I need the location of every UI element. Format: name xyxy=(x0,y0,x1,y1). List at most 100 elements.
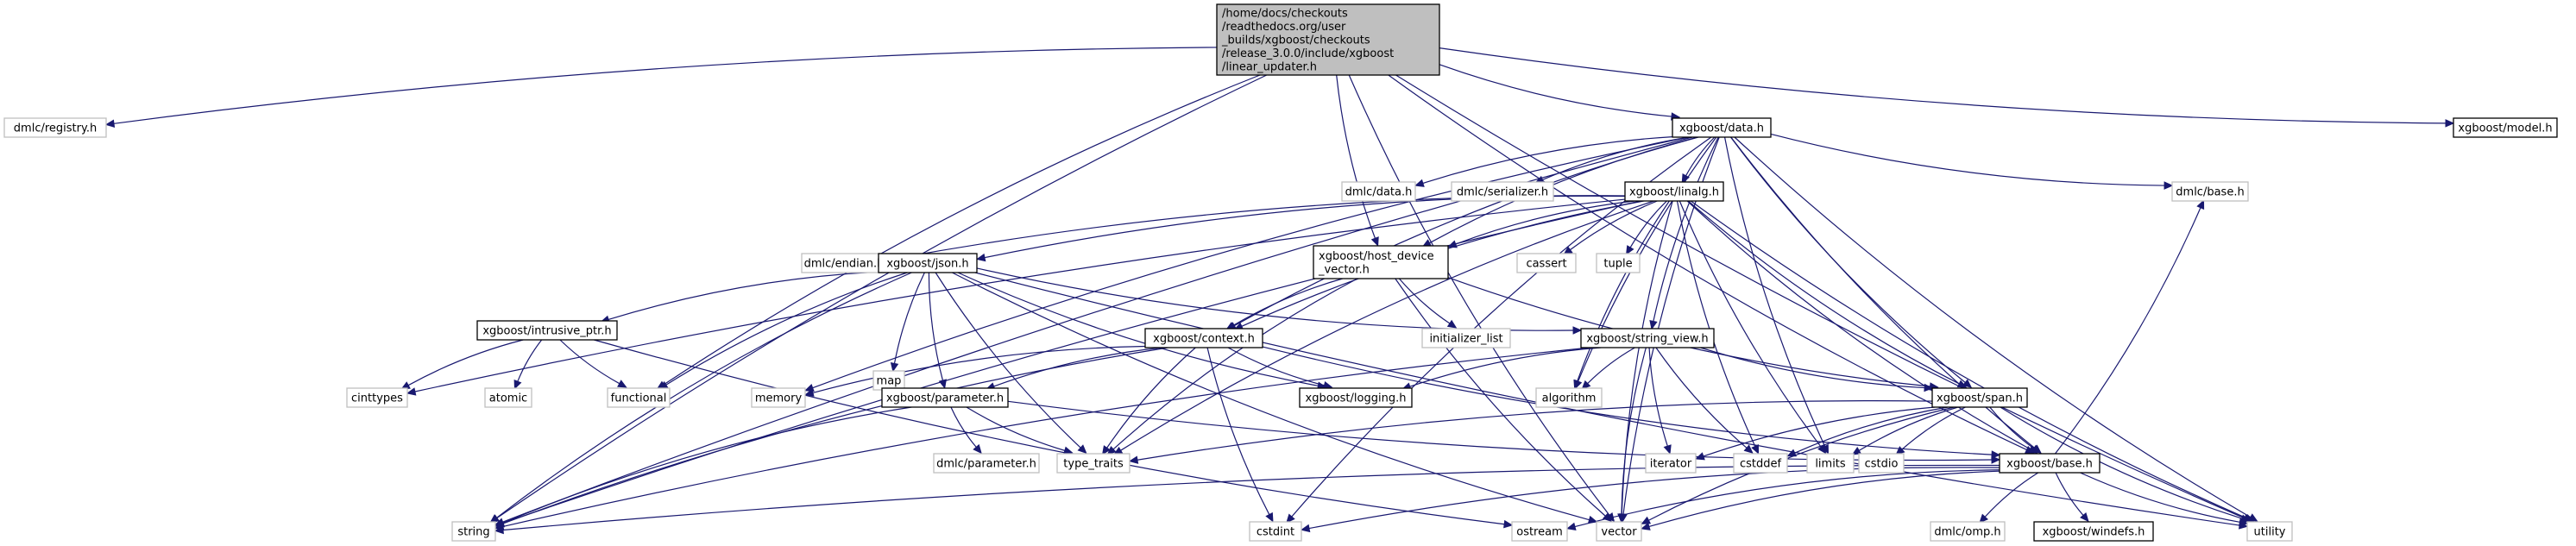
arrowhead xyxy=(406,387,417,396)
node-vector: vector xyxy=(1596,521,1642,542)
edge-xgb_data-to-limits xyxy=(1723,136,1829,455)
node-label: xgboost/parameter.h xyxy=(886,392,1004,405)
node-root[interactable]: /home/docs/checkouts/readthedocs.org/use… xyxy=(1216,3,1440,76)
edge-line xyxy=(113,47,1218,124)
edge-line xyxy=(407,339,524,386)
edge-line xyxy=(665,272,908,386)
node-dmlc-data: dmlc/data.h xyxy=(1341,181,1416,202)
arrowhead xyxy=(2163,181,2174,190)
arrowhead xyxy=(804,388,815,397)
edge-xgb_base-to-dmlc_base xyxy=(2055,199,2205,455)
node-xgb-span[interactable]: xgboost/span.h xyxy=(1931,387,2028,408)
node-box xyxy=(1313,245,1449,279)
edge-line xyxy=(1730,136,1966,383)
arrowhead xyxy=(1370,236,1379,247)
edge-line xyxy=(1455,200,1635,245)
edge-line xyxy=(950,406,977,448)
edge-line xyxy=(1395,278,1606,517)
node-xgb-windefs[interactable]: xgboost/windefs.h xyxy=(2033,521,2154,542)
node-label: string xyxy=(457,526,489,539)
edge-xgb_strview-to-vector xyxy=(1617,347,1647,524)
node-xgb-strview[interactable]: xgboost/string_view.h xyxy=(1580,328,1715,348)
node-xgb-logging[interactable]: xgboost/logging.h xyxy=(1299,387,1413,408)
edge-line xyxy=(559,339,620,385)
node-label: xgboost/model.h xyxy=(2458,122,2552,135)
node-box xyxy=(1341,181,1416,202)
edge-xgb_data-to-xgb_span xyxy=(1730,136,1973,388)
edge-xgb_base-to-utility xyxy=(2080,472,2249,526)
arrowhead xyxy=(1581,380,1591,390)
node-box xyxy=(1931,387,2028,408)
edge-line xyxy=(1439,64,1672,117)
node-label: vector xyxy=(1601,526,1637,539)
node-label: cstdio xyxy=(1865,458,1899,471)
edge-line xyxy=(966,406,1066,451)
edge-line xyxy=(993,347,1163,387)
node-xgb-context[interactable]: xgboost/context.h xyxy=(1144,328,1263,348)
arrowhead xyxy=(1625,245,1634,255)
edge-line xyxy=(1112,278,1358,450)
node-box xyxy=(451,521,496,542)
edge-xgb_data-to-xgb_strview xyxy=(1649,136,1719,330)
arrowhead xyxy=(2239,518,2249,526)
node-xgb-json[interactable]: xgboost/json.h xyxy=(878,253,978,273)
edge-line xyxy=(1234,136,1699,327)
node-ostream: ostream xyxy=(1511,521,1568,542)
node-xgb-iptr[interactable]: xgboost/intrusive_ptr.h xyxy=(476,320,618,341)
edge-xgb_linalg-to-xgb_json xyxy=(975,195,1626,262)
edge-line xyxy=(1621,347,1647,515)
node-label: xgboost/linalg.h xyxy=(1629,186,1719,199)
edge-xgb_linalg-to-algorithm xyxy=(1573,200,1670,390)
node-dmlc-endian: dmlc/endian.h xyxy=(801,253,887,273)
edge-line xyxy=(957,272,1319,386)
edge-line xyxy=(1685,136,1716,177)
node-cstdio: cstdio xyxy=(1858,453,1905,474)
arrowhead xyxy=(1641,516,1652,524)
node-xgb-hdv[interactable]: xgboost/host_device_vector.h xyxy=(1313,245,1449,279)
node-box xyxy=(484,387,532,408)
node-xgb-parameter[interactable]: xgboost/parameter.h xyxy=(881,387,1009,408)
edge-line xyxy=(1336,74,1376,239)
edge-line xyxy=(1676,200,1756,447)
node-box xyxy=(3,117,107,138)
edge-line xyxy=(1348,74,1610,516)
edge-line xyxy=(1206,347,1270,515)
arrowhead xyxy=(1566,522,1577,531)
node-box xyxy=(2033,521,2154,542)
edge-xgb_iptr-to-atomic xyxy=(513,339,543,390)
arrowhead xyxy=(2445,119,2455,128)
node-box xyxy=(1596,253,1641,273)
arrowhead xyxy=(938,379,947,389)
edge-line xyxy=(935,272,1081,449)
edge-line xyxy=(1700,347,1925,389)
edge-xgb_span-to-type_traits xyxy=(1128,400,1933,464)
edge-line xyxy=(1388,74,2027,450)
arrowhead xyxy=(1414,179,1425,187)
node-label: cinttypes xyxy=(351,392,403,405)
edge-line xyxy=(502,200,1641,524)
node-label: xgboost/span.h xyxy=(1937,392,2023,405)
node-label: functional xyxy=(611,392,667,405)
node-xgb-base[interactable]: xgboost/base.h xyxy=(1999,453,2100,474)
edge-line xyxy=(1723,136,1826,447)
edge-xgb_linalg-to-xgb_span xyxy=(1687,200,1968,388)
node-tuple: tuple xyxy=(1596,253,1641,273)
node-map: map xyxy=(872,370,905,391)
edge-root-to-xgb_model xyxy=(1439,47,2455,128)
node-box xyxy=(933,453,1040,474)
node-label: /release_3.0.0/include/xgboost xyxy=(1222,47,1394,60)
edge-xgb_span-to-cstddef xyxy=(1786,406,1949,457)
node-xgb-linalg[interactable]: xgboost/linalg.h xyxy=(1624,181,1724,202)
edge-line xyxy=(952,272,1590,521)
node-box xyxy=(1858,453,1905,474)
arrowhead xyxy=(975,253,986,262)
node-xgb-model[interactable]: xgboost/model.h xyxy=(2453,117,2558,138)
node-cassert: cassert xyxy=(1516,253,1577,273)
node-box xyxy=(1733,453,1788,474)
node-cstdint: cstdint xyxy=(1249,521,1302,542)
arrowhead xyxy=(1641,522,1651,530)
edge-line xyxy=(812,136,1689,389)
edge-line xyxy=(414,198,1626,392)
node-string: string xyxy=(451,521,496,542)
node-xgb-data[interactable]: xgboost/data.h xyxy=(1672,117,1772,138)
